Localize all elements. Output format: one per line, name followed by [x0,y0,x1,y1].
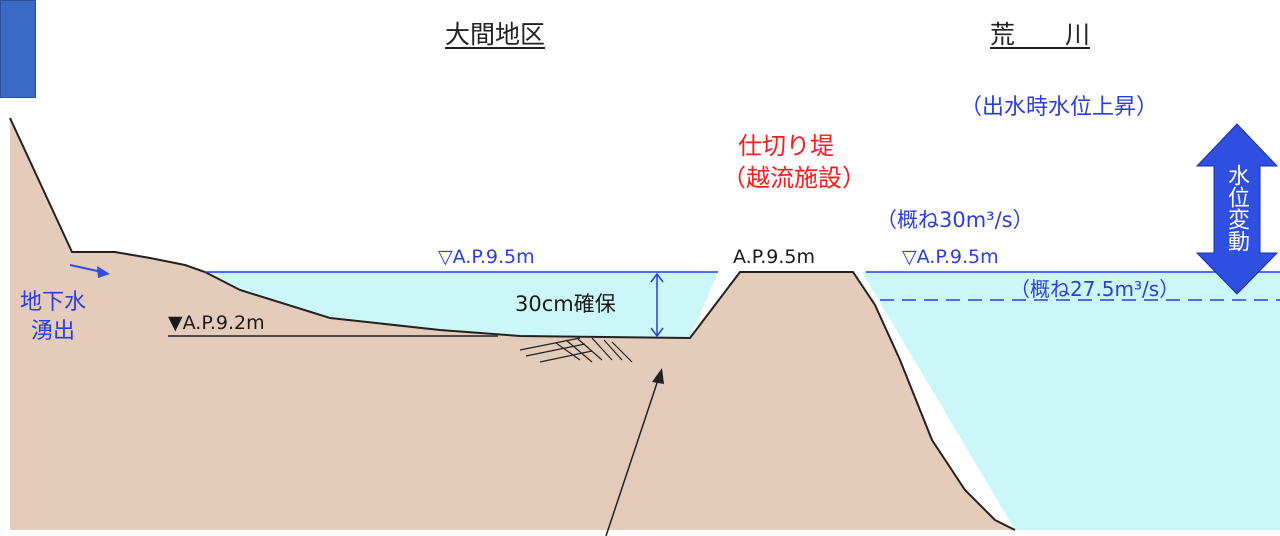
seepage-label: 湧出 [31,319,76,344]
district-title: 大間地区 [445,20,546,49]
water-level-change-arrow [1195,123,1279,295]
river-title: 荒 川 [990,20,1091,49]
ap-left-label: ▽A.P.9.5m [438,246,535,268]
water-level-change-label: 水位変動 [1224,164,1249,252]
corner-marker [0,0,36,98]
ap-right-label: ▽A.P.9.5m [902,246,999,268]
flow-27-5-label: （概ね27.5m³/s） [1010,277,1180,301]
ground-outline [9,117,1016,531]
river-water [862,272,1280,530]
groundwater-label: 地下水 [20,290,87,315]
pond-water [205,272,718,338]
partition-levee-label: 仕切り堤 [738,132,834,160]
ground-terrain [10,118,1015,530]
groundwater-arrow [69,264,110,278]
ap-crest-label: A.P.9.5m [733,246,815,268]
leader-arrow [605,368,664,536]
flow-30-label: （概ね30m³/s） [876,208,1034,232]
clearance-label: 30cm確保 [515,292,616,316]
clearance-dimension-arrow [650,272,664,338]
flood-rise-label: （出水時水位上昇） [960,95,1159,120]
ap-ground-label: ▼A.P.9.2m [168,312,265,334]
hatch-marks [519,337,633,363]
overflow-facility-label: （越流施設） [722,164,866,192]
